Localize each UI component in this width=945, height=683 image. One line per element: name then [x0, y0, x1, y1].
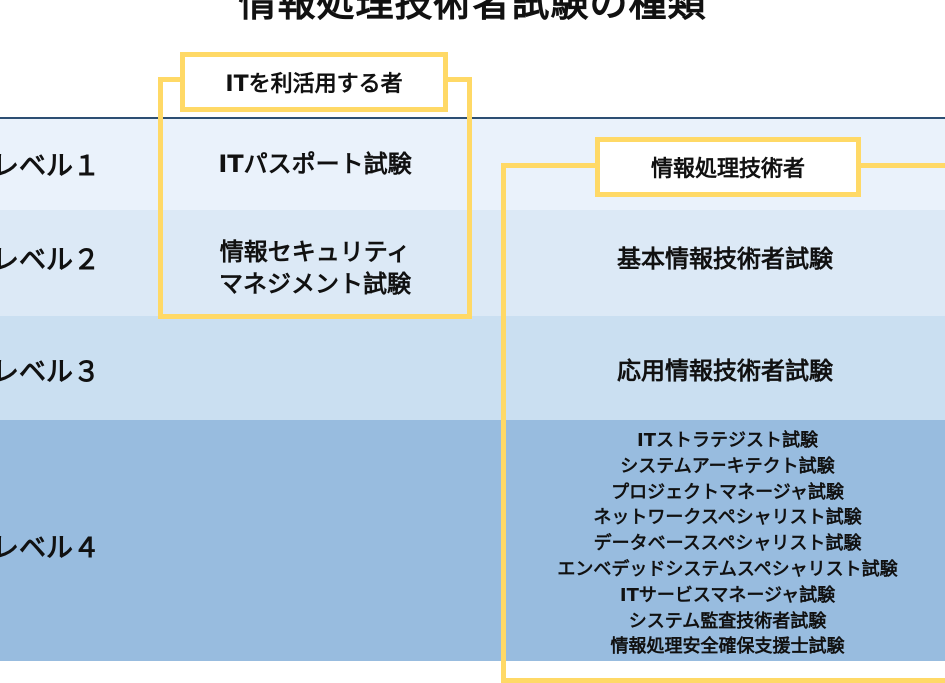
level-3-band [0, 316, 945, 420]
level-2-label: レベル２ [0, 245, 100, 276]
list-item: エンベデッドシステムスペシャリスト試験 [557, 558, 898, 580]
level-3-label: レベル３ [0, 357, 100, 388]
applied-engineer-exam: 応用情報技術者試験 [617, 357, 833, 385]
fundamental-engineer-exam: 基本情報技術者試験 [617, 245, 833, 273]
list-item: システムアーキテクト試験 [620, 455, 835, 477]
it-user-group-label: ITを利活用する者 [180, 52, 448, 112]
level-4-exam-list: ITストラテジスト試験 システムアーキテクト試験 プロジェクトマネージャ試験 ネ… [505, 428, 945, 660]
level-1-label: レベル１ [0, 151, 100, 182]
security-management-exam-line2: マネジメント試験 [219, 270, 411, 298]
list-item: データベーススペシャリスト試験 [593, 533, 862, 555]
list-item: ITサービスマネージャ試験 [619, 584, 836, 606]
list-item: システム監査技術者試験 [628, 610, 827, 632]
it-passport-exam: ITパスポート試験 [218, 150, 412, 178]
list-item: 情報処理安全確保支援士試験 [610, 636, 845, 658]
security-management-exam-line1: 情報セキュリティ [219, 238, 411, 266]
level-2-band [0, 210, 945, 316]
list-item: ITストラテジスト試験 [637, 430, 818, 451]
level-4-label: レベル４ [0, 533, 100, 564]
page-title: 情報処理技術者試験の種類 [238, 0, 707, 25]
list-item: プロジェクトマネージャ試験 [611, 481, 844, 503]
it-engineer-group-label: 情報処理技術者 [595, 137, 861, 197]
security-management-exam: 情報セキュリティ マネジメント試験 [165, 236, 465, 300]
level-4-band [0, 420, 945, 661]
list-item: ネットワークスペシャリスト試験 [593, 507, 862, 529]
